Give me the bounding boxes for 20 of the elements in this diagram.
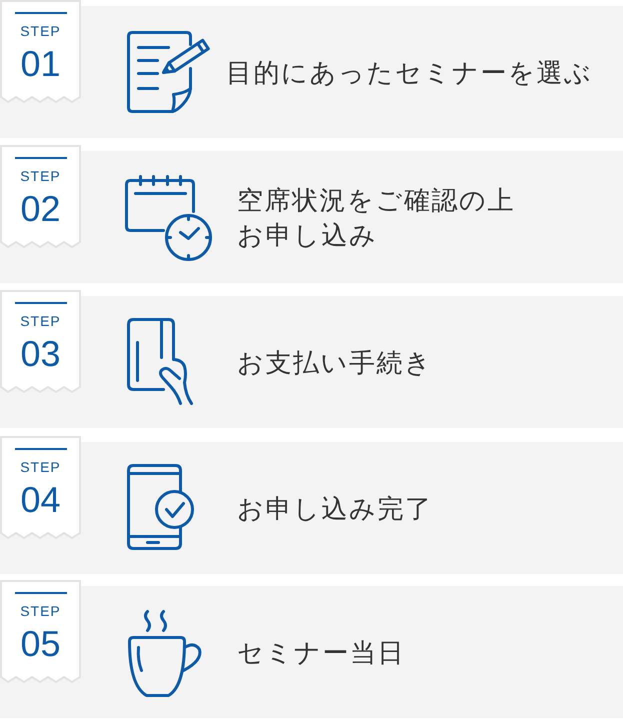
step-panel xyxy=(0,296,623,428)
step-number: 02 xyxy=(19,191,62,227)
step-title: セミナー当日 xyxy=(237,638,405,670)
step-label: STEP xyxy=(19,460,62,474)
step-label: STEP xyxy=(19,24,62,38)
step-label: STEP xyxy=(19,604,62,618)
step-panel xyxy=(0,586,623,718)
step-number: 04 xyxy=(19,482,62,518)
step-title: 目的にあったセミナーを選ぶ xyxy=(226,58,592,90)
step-number: 03 xyxy=(19,336,62,372)
step-panel xyxy=(0,6,623,138)
step-number: 01 xyxy=(19,46,62,82)
step-panel xyxy=(0,442,623,574)
step-title: 空席状況をご確認の上お申し込み xyxy=(237,185,516,253)
step-number: 05 xyxy=(19,626,62,662)
step-title: お申し込み完了 xyxy=(237,494,432,526)
step-panel xyxy=(0,151,623,283)
step-label: STEP xyxy=(19,168,62,182)
step-title: お支払い手続き xyxy=(237,348,432,380)
step-label: STEP xyxy=(19,314,62,328)
